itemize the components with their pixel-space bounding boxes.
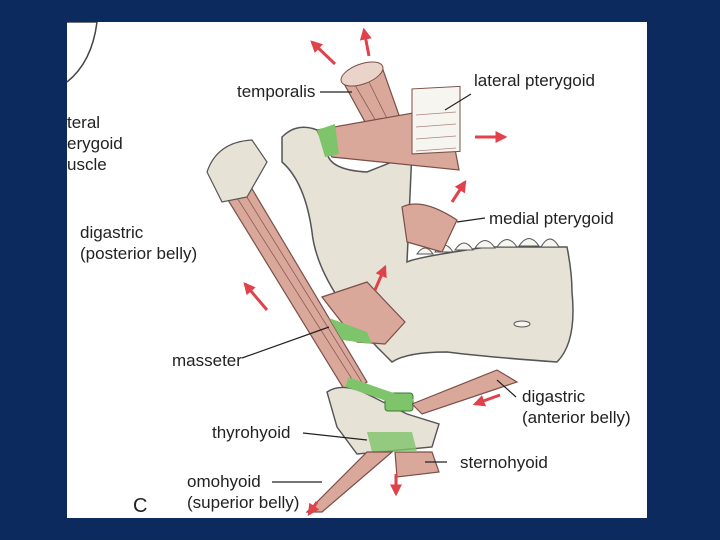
label-omohyoid: omohyoid (superior belly) <box>187 471 299 513</box>
thyrohyoid-muscle <box>367 432 417 452</box>
label-temporalis: temporalis <box>237 82 316 101</box>
anatomy-illustration <box>67 22 574 516</box>
label-line: digastric <box>80 223 144 242</box>
digastric-tendon <box>345 377 414 409</box>
label-digastric-anterior: digastric (anterior belly) <box>522 386 631 428</box>
label-lateral-pterygoid: lateral pterygoid <box>474 71 595 90</box>
label-masseter: masseter <box>172 351 242 370</box>
label-line: teral <box>67 113 101 132</box>
leader-lines <box>241 91 517 483</box>
temporalis-cut-end <box>340 61 384 87</box>
lateral-pterygoid-attachment <box>317 124 339 157</box>
label-line: uscle <box>67 155 107 174</box>
masseter-attachment <box>329 318 372 344</box>
skull-outline <box>67 22 98 83</box>
label-line: (anterior belly) <box>522 408 631 427</box>
label-medial-pterygoid: medial pterygoid <box>489 209 614 228</box>
omohyoid-muscle <box>305 451 394 513</box>
label-line: omohyoid <box>187 472 261 491</box>
label-thyrohyoid: thyrohyoid <box>212 423 291 442</box>
label-line: (superior belly) <box>187 493 300 512</box>
lower-teeth <box>416 238 560 255</box>
figure-panel: teral erygoid uscle temporalis lateral p… <box>67 22 647 518</box>
medial-pterygoid-muscle <box>401 203 458 253</box>
force-arrows <box>243 27 508 516</box>
label-sternohyoid: sternohyoid <box>460 453 548 472</box>
label-line: erygoid <box>67 134 123 153</box>
panel-letter: C <box>133 495 148 517</box>
lateral-pterygoid-cut <box>411 85 461 155</box>
mental-foramen <box>513 320 531 328</box>
sternohyoid-muscle <box>394 451 440 478</box>
mastoid-process <box>206 139 268 203</box>
label-line: (posterior belly) <box>80 244 198 263</box>
label-line: digastric <box>522 387 586 406</box>
label-digastric-posterior: digastric (posterior belly) <box>80 222 197 264</box>
label-lateral-pterygoid-muscle: teral erygoid uscle <box>67 112 123 175</box>
digastric-anterior-belly <box>410 369 519 415</box>
